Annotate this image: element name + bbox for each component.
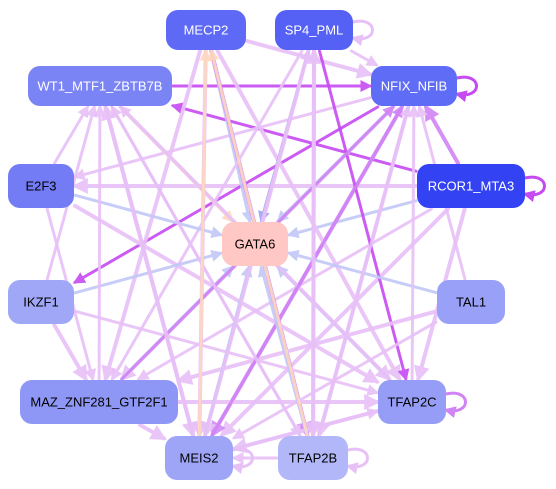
node-e2f3[interactable]: E2F3 — [8, 164, 74, 208]
node-label: TFAP2B — [289, 451, 337, 466]
edge-mecp2-to-tfap2c — [215, 49, 402, 382]
node-label: MAZ_ZNF281_GTF2F1 — [30, 395, 167, 410]
node-maz[interactable]: MAZ_ZNF281_GTF2F1 — [20, 380, 178, 424]
node-label: RCOR1_MTA3 — [428, 179, 514, 194]
self-loop-tfap2c — [443, 391, 467, 418]
edge-rcor1-to-gata6 — [286, 199, 418, 239]
node-label: SP4_PML — [285, 23, 344, 38]
node-label: NFIX_NFIB — [381, 79, 447, 94]
node-box — [437, 280, 505, 324]
node-label: IKZF1 — [23, 295, 58, 310]
node-label: E2F3 — [25, 179, 56, 194]
node-box — [8, 280, 74, 324]
node-wt1[interactable]: WT1_MTF1_ZBTB7B — [28, 66, 172, 106]
self-loop-tfap2b — [345, 447, 369, 474]
edge-tfap2b-to-nfix — [317, 104, 412, 437]
edge-ikzf1-to-maz — [52, 323, 88, 382]
node-nfix[interactable]: NFIX_NFIB — [371, 66, 457, 106]
edge-sp4_pml-to-nfix — [350, 49, 379, 67]
edge-meis2-to-mecp2 — [197, 48, 212, 437]
node-box — [278, 436, 348, 480]
edges-layer — [45, 39, 467, 464]
node-label: TAL1 — [456, 295, 486, 310]
edge-tfap2b-to-wt1 — [110, 104, 302, 437]
node-box — [222, 222, 288, 266]
node-mecp2[interactable]: MECP2 — [166, 10, 246, 50]
edge-rcor1-to-nfix — [424, 104, 460, 165]
node-tfap2c[interactable]: TFAP2C — [378, 380, 446, 424]
edge-rcor1-to-maz — [136, 207, 433, 381]
self-loops-layer — [230, 19, 546, 474]
node-gata6[interactable]: GATA6 — [222, 222, 288, 266]
node-tfap2b[interactable]: TFAP2B — [278, 436, 348, 480]
node-sp4_pml[interactable]: SP4_PML — [275, 10, 353, 50]
edge-maz-to-wt1 — [93, 104, 106, 381]
self-loop-rcor1 — [522, 175, 546, 202]
node-box — [275, 10, 353, 50]
node-ikzf1[interactable]: IKZF1 — [8, 280, 74, 324]
node-label: MECP2 — [184, 23, 229, 38]
nodes-layer: MECP2 SP4_PML WT1_MTF1_ZBTB7B NFIX_NFIB E2F3… — [8, 10, 525, 480]
node-box — [371, 66, 457, 106]
node-tal1[interactable]: TAL1 — [437, 280, 505, 324]
edge-rcor1-to-wt1 — [170, 102, 418, 173]
edge-e2f3-to-tfap2c — [73, 203, 380, 384]
node-meis2[interactable]: MEIS2 — [165, 436, 233, 480]
node-rcor1[interactable]: RCOR1_MTA3 — [417, 164, 525, 208]
node-box — [166, 10, 246, 50]
edge-tfap2c-to-nfix — [407, 104, 420, 381]
node-label: MEIS2 — [179, 451, 218, 466]
node-box — [8, 164, 74, 208]
edge-maz-to-meis2 — [138, 423, 167, 441]
edge-meis2-to-wt1 — [101, 103, 195, 437]
edge-e2f3-to-wt1 — [53, 104, 90, 165]
edge-nfix-to-ikzf1 — [72, 105, 380, 284]
edge-nfix-to-e2f3 — [72, 96, 372, 181]
node-label: TFAP2C — [387, 395, 436, 410]
node-box — [28, 66, 172, 106]
node-box — [417, 164, 525, 208]
node-box — [165, 436, 233, 480]
edge-sp4_pml-to-maz — [110, 49, 304, 382]
self-loop-sp4_pml — [350, 19, 374, 46]
self-loop-nfix — [454, 75, 478, 102]
self-loop-meis2 — [230, 447, 254, 474]
edge-tfap2b-to-sp4_pml — [305, 47, 322, 437]
node-label: WT1_MTF1_ZBTB7B — [38, 79, 163, 94]
node-box — [378, 380, 446, 424]
node-box — [20, 380, 178, 424]
node-label: GATA6 — [235, 237, 276, 252]
edge-meis2-to-nfix — [210, 104, 404, 437]
